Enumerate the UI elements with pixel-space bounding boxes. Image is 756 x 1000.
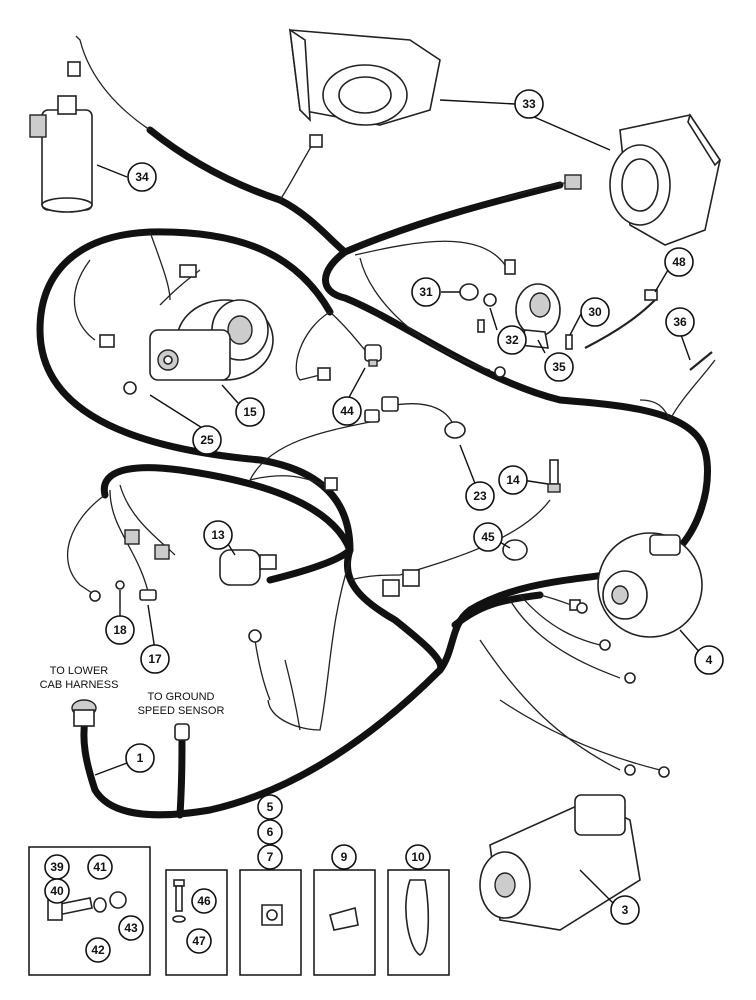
callout-34-label: 34 <box>135 170 149 184</box>
callout-33-label: 33 <box>522 97 536 111</box>
callout-43: 43 <box>118 915 144 941</box>
callout-13-label: 13 <box>211 528 225 542</box>
temp-sensor-14 <box>547 459 561 493</box>
pressure-switch <box>364 344 382 367</box>
note-lower-cab-line1: TO LOWER <box>50 665 109 677</box>
callout-48-label: 48 <box>672 255 686 269</box>
callout-6-label: 6 <box>267 825 274 839</box>
callout-39-label: 39 <box>50 860 64 874</box>
callout-4: 4 <box>694 645 724 675</box>
callout-44-label: 44 <box>340 404 354 418</box>
callout-39: 39 <box>44 854 70 880</box>
ground-speed-connector <box>174 723 190 741</box>
callout-47: 47 <box>186 928 212 954</box>
horn <box>515 283 561 349</box>
callout-4-label: 4 <box>706 653 713 667</box>
callout-35: 35 <box>544 352 574 382</box>
callout-31-label: 31 <box>419 285 433 299</box>
callout-9-label: 9 <box>341 850 348 864</box>
callout-9: 9 <box>331 844 357 870</box>
callout-30: 30 <box>580 297 610 327</box>
callout-5-label: 5 <box>267 800 274 814</box>
callout-32: 32 <box>497 325 527 355</box>
alternator <box>569 532 703 638</box>
starter-motor <box>479 794 641 931</box>
callout-25-label: 25 <box>200 433 214 447</box>
callout-15-label: 15 <box>243 405 257 419</box>
callout-31: 31 <box>411 277 441 307</box>
callout-7: 7 <box>257 844 283 870</box>
note-ground-speed-line2: SPEED SENSOR <box>138 705 225 717</box>
hardware-box-clip-9 <box>313 869 376 976</box>
ac-compressor <box>149 299 274 381</box>
callout-36-label: 36 <box>673 315 687 329</box>
lower-cab-connector <box>71 699 97 727</box>
callout-42-label: 42 <box>91 943 105 957</box>
callout-44: 44 <box>332 396 362 426</box>
callout-42: 42 <box>85 937 111 963</box>
callout-15: 15 <box>235 397 265 427</box>
callout-18-label: 18 <box>113 623 127 637</box>
note-lower-cab-line2: CAB HARNESS <box>40 679 119 691</box>
callout-10-label: 10 <box>411 850 425 864</box>
callout-43-label: 43 <box>124 921 138 935</box>
ring-terminals <box>89 366 670 778</box>
hardware-box-strap-10 <box>387 869 450 976</box>
callout-47-label: 47 <box>192 934 206 948</box>
temperature-sender <box>364 396 466 439</box>
callout-14-label: 14 <box>506 473 520 487</box>
small-hardware <box>565 289 713 371</box>
callout-18: 18 <box>105 615 135 645</box>
callout-10: 10 <box>405 844 431 870</box>
callout-46-label: 46 <box>197 894 211 908</box>
main-harness <box>36 126 711 819</box>
callout-35-label: 35 <box>552 360 566 374</box>
callout-41-label: 41 <box>93 860 107 874</box>
callout-23: 23 <box>465 481 495 511</box>
callout-1-label: 1 <box>137 751 144 765</box>
callout-3-label: 3 <box>622 903 629 917</box>
callout-13: 13 <box>203 520 233 550</box>
callout-40: 40 <box>44 878 70 904</box>
hardware-box-46-47 <box>165 869 228 976</box>
callout-30-label: 30 <box>588 305 602 319</box>
note-ground-speed-line1: TO GROUND <box>147 691 214 703</box>
callout-46: 46 <box>191 888 217 914</box>
callout-34: 34 <box>127 162 157 192</box>
callout-17: 17 <box>140 644 170 674</box>
headlamp-left <box>288 28 441 126</box>
callout-36: 36 <box>665 307 695 337</box>
relay-13 <box>124 529 277 586</box>
callout-7-label: 7 <box>267 850 274 864</box>
callout-1: 1 <box>125 743 155 773</box>
hardware-box-clip-7 <box>239 869 302 976</box>
callout-32-label: 32 <box>505 333 519 347</box>
callout-45-label: 45 <box>481 530 495 544</box>
callout-17-label: 17 <box>148 652 162 666</box>
callout-14: 14 <box>498 465 528 495</box>
relay-component <box>29 61 93 213</box>
callout-41: 41 <box>87 854 113 880</box>
callout-3: 3 <box>610 895 640 925</box>
callout-23-label: 23 <box>473 489 487 503</box>
inline-connectors <box>99 134 582 597</box>
callout-33: 33 <box>514 89 544 119</box>
headlamp-right <box>609 113 722 246</box>
callout-25: 25 <box>192 425 222 455</box>
callout-48: 48 <box>664 247 694 277</box>
callout-5: 5 <box>257 794 283 820</box>
clamp-45 <box>502 539 528 561</box>
small-ground-parts <box>115 580 157 601</box>
callout-6: 6 <box>257 819 283 845</box>
callout-45: 45 <box>473 522 503 552</box>
callout-40-label: 40 <box>50 884 64 898</box>
harness-notes: TO LOWER CAB HARNESS TO GROUND SPEED SEN… <box>40 665 225 717</box>
